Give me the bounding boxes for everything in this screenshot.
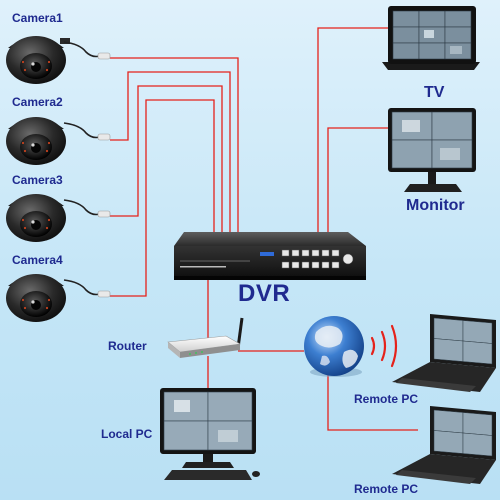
- label-local-pc: Local PC: [101, 427, 153, 441]
- label-remote-pc-1: Remote PC: [354, 392, 419, 406]
- wires: [110, 27, 418, 431]
- remote-laptop-2: [392, 406, 496, 484]
- label-remote-pc-2: Remote PC: [354, 482, 419, 496]
- wire-monitor: [327, 127, 392, 238]
- camera-2: [6, 117, 111, 165]
- camera-3: [6, 194, 111, 242]
- monitor-device: [388, 108, 476, 192]
- label-tv: TV: [424, 84, 445, 101]
- label-camera3: Camera3: [12, 173, 63, 187]
- camera-1: [6, 36, 111, 84]
- wireless-signal-icon: [370, 324, 398, 368]
- internet-globe: [304, 316, 364, 377]
- label-camera2: Camera2: [12, 95, 63, 109]
- wire-camera1: [110, 57, 239, 238]
- wire-camera4: [110, 99, 215, 297]
- tv-device: [382, 6, 480, 70]
- wire-tv: [317, 27, 392, 238]
- wire-camera2: [110, 71, 231, 238]
- wire-internet-remote2: [327, 372, 418, 431]
- camera-4: [6, 274, 111, 322]
- remote-laptop-1: [392, 314, 496, 392]
- local-pc-device: [160, 388, 260, 480]
- router-device: [167, 317, 244, 358]
- label-camera4: Camera4: [12, 253, 63, 267]
- dvr-device: [174, 232, 366, 280]
- label-router: Router: [108, 339, 147, 353]
- wire-camera3: [110, 85, 223, 238]
- label-monitor: Monitor: [406, 197, 465, 214]
- label-dvr: DVR: [238, 280, 291, 307]
- label-camera1: Camera1: [12, 11, 63, 25]
